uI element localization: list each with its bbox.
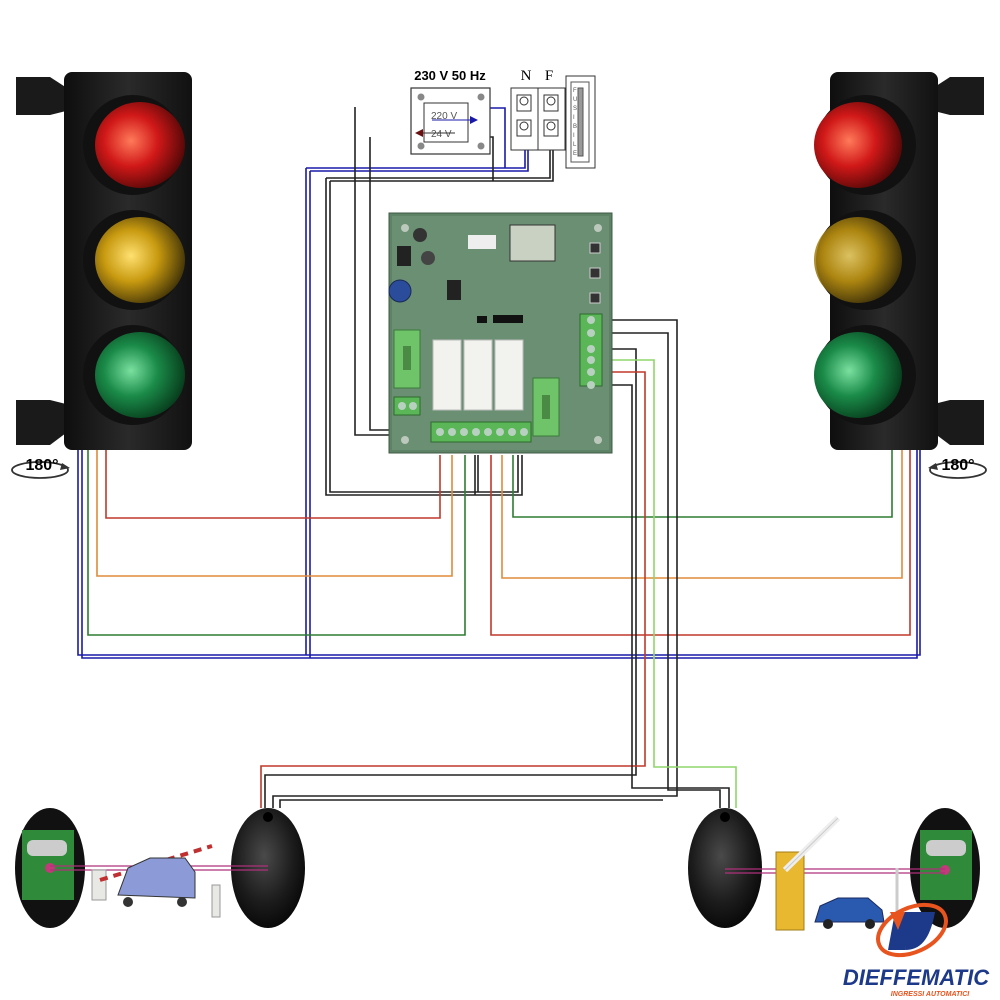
wire-black-pc1: [272, 319, 678, 808]
red-lamp: [814, 102, 902, 188]
arrow-left-icon: [415, 129, 423, 137]
transformer: 220 V 24 V: [410, 87, 491, 155]
wire-black-pc4: [610, 384, 730, 808]
wire-green-left: [87, 450, 466, 636]
brand-logo: DIEFFEMATIC INGRESSI AUTOMATICI: [843, 902, 990, 998]
connector: [447, 280, 461, 300]
traffic-light-left: 180°: [11, 72, 192, 479]
wire-black-pc5: [279, 799, 663, 808]
photocell-left-open: [15, 808, 85, 928]
wire-red-right: [490, 450, 911, 636]
rotation-label: 180°: [25, 457, 58, 474]
control-board: [388, 212, 613, 454]
wire-black-pc2: [610, 332, 721, 808]
mount-bracket: [16, 77, 70, 115]
wires: [77, 107, 921, 808]
photocell-left-closed: [231, 808, 305, 928]
rotation-icon: [928, 461, 987, 479]
board-button[interactable]: [589, 292, 601, 304]
svg-text:F: F: [573, 88, 577, 94]
wire-red-left: [105, 450, 441, 519]
car-barrier-scene-left: [91, 844, 221, 918]
phase-label: F: [545, 68, 553, 84]
brand-name: DIEFFEMATIC: [843, 965, 990, 990]
rotation-icon: [11, 461, 70, 479]
wire-black: [325, 107, 554, 496]
capacitor: [388, 279, 412, 303]
yellow-lamp: [814, 217, 902, 303]
terminal-strip-right: [579, 313, 603, 389]
ic-chip: [493, 315, 523, 323]
sticker: [468, 235, 496, 249]
svg-text:S: S: [573, 106, 577, 112]
relays: [432, 339, 524, 411]
power-supply: 230 V 50 Hz 220 V 24 V N F: [410, 68, 596, 169]
photocell-right-open: [910, 808, 980, 928]
svg-text:I: I: [573, 115, 575, 121]
red-lamp: [95, 102, 185, 188]
wire-orange-left: [96, 450, 453, 577]
svg-text:U: U: [573, 97, 577, 103]
svg-text:I: I: [573, 133, 575, 139]
primary-voltage: 220 V: [431, 111, 457, 122]
traffic-light-right: 180°: [814, 72, 987, 479]
terminal-block: N F F U S I B I L E: [510, 68, 596, 169]
secondary-voltage: 24 V: [431, 129, 452, 140]
wire-blue: [77, 107, 921, 659]
svg-text:L: L: [573, 142, 577, 148]
svg-text:E: E: [573, 151, 577, 157]
board-button[interactable]: [589, 267, 601, 279]
wire-green-right: [512, 450, 893, 518]
svg-text:B: B: [573, 124, 577, 130]
car-barrier-scene-right: [775, 815, 899, 931]
mount-bracket: [930, 77, 984, 115]
relay: [494, 339, 524, 411]
mount-bracket: [930, 400, 984, 445]
green-lamp: [814, 332, 902, 418]
wire-orange-right: [501, 450, 903, 579]
wire-green-pc: [610, 359, 737, 808]
neutral-label: N: [521, 68, 532, 84]
terminal-strip-bottom: [430, 421, 532, 443]
photocell-right-closed: [688, 808, 762, 928]
mount-bracket: [16, 400, 70, 445]
buttons: [589, 242, 601, 304]
mains-label: 230 V 50 Hz: [414, 68, 486, 83]
terminal-strip-left: [393, 396, 421, 416]
wire-red-pc: [260, 371, 646, 808]
green-lamp: [95, 332, 185, 418]
brand-tagline: INGRESSI AUTOMATICI: [891, 991, 970, 998]
board-button[interactable]: [589, 242, 601, 254]
relay: [463, 339, 493, 411]
yellow-lamp: [95, 217, 185, 303]
wire-black-pc3: [264, 348, 637, 808]
arrow-right-icon: [470, 116, 478, 124]
fuse-label: F U S I B I L E: [573, 88, 577, 157]
relay: [432, 339, 462, 411]
lcd-display: [509, 224, 556, 262]
rotation-label: 180°: [941, 457, 974, 474]
